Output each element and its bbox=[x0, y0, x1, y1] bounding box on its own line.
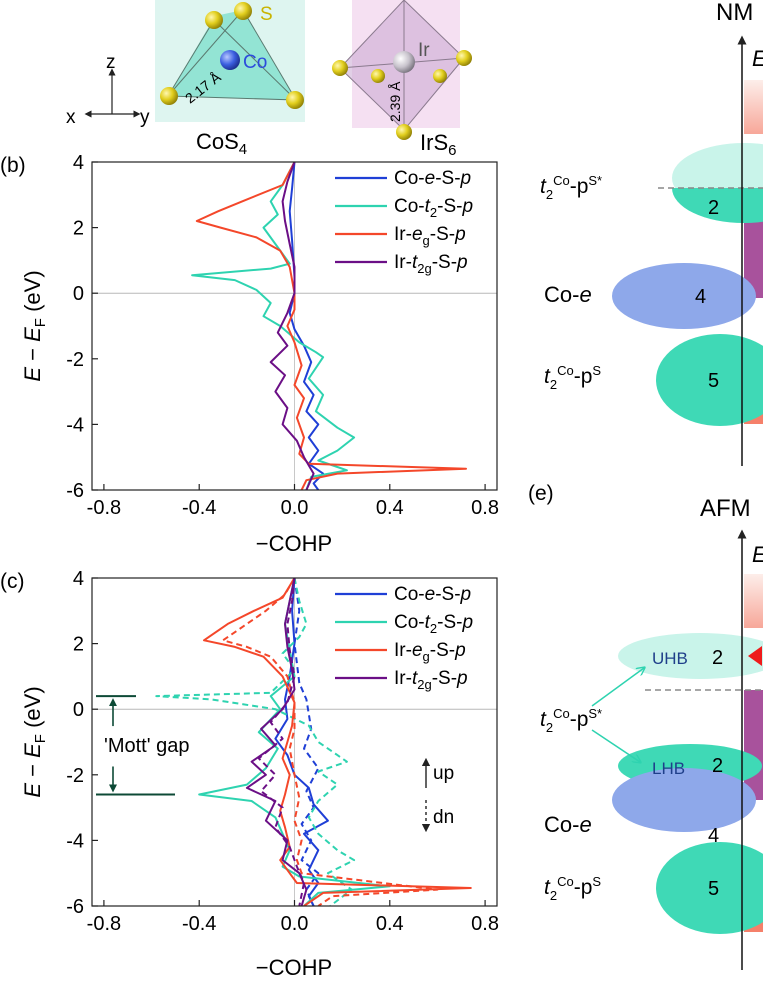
cos4-label: CoS4 bbox=[196, 129, 247, 158]
afm-t2s-label: t2Co-pS bbox=[544, 874, 601, 903]
cos4-tetrahedron: Co S 2.17 Å CoS4 bbox=[155, 0, 305, 158]
legend-label-co_e: Co-e-S-p bbox=[394, 584, 471, 605]
afm-header: AFM bbox=[700, 495, 751, 522]
lhb-label: LHB bbox=[652, 759, 685, 778]
ir-atom-label: Ir bbox=[418, 40, 430, 61]
nm-t2s-label: t2Co-pS bbox=[544, 363, 601, 392]
legend-label-ir_eg: Ir-eg-S-p bbox=[394, 640, 466, 664]
spin-dn-label: dn bbox=[433, 807, 454, 828]
series-line-ir_eg bbox=[203, 578, 472, 906]
y-tick-label: 4 bbox=[73, 568, 84, 590]
legend-label-ir_t2g: Ir-t2g-S-p bbox=[394, 252, 468, 276]
panel-c-legend: Co-e-S-pCo-t2-S-pIr-eg-S-pIr-t2g-S-p bbox=[335, 584, 473, 692]
co-atom-label: Co bbox=[243, 52, 267, 73]
axes-triad: z x y bbox=[66, 52, 150, 128]
afm-coe-label: Co-e bbox=[544, 812, 592, 837]
x-tick-label: -0.8 bbox=[87, 913, 121, 935]
nm-header: NM bbox=[716, 0, 753, 26]
panel-c-chart: (c) E − EF (eV) -0.8 -0.4 0.0 0.4 0.8 -6 -4 -2 0… bbox=[0, 568, 499, 980]
y-tick-label: 2 bbox=[73, 218, 84, 240]
x-tick-label: 0.8 bbox=[471, 913, 499, 935]
x-tick-label: -0.8 bbox=[87, 497, 121, 519]
nm-t2s-count: 5 bbox=[708, 370, 719, 392]
lhb-count: 2 bbox=[712, 755, 723, 777]
legend-label-co_e: Co-e-S-p bbox=[394, 168, 471, 189]
afm-coe-count: 4 bbox=[708, 825, 719, 847]
series-line-co_e bbox=[274, 578, 329, 906]
y-tick-label: -6 bbox=[66, 896, 84, 918]
x-tick-label: 0.8 bbox=[471, 497, 499, 519]
panel-b-xlabel: −COHP bbox=[256, 531, 332, 556]
uhb-count: 2 bbox=[712, 647, 723, 669]
x-tick-label: -0.4 bbox=[182, 913, 216, 935]
y-tick-label: 0 bbox=[73, 283, 84, 305]
y-tick-label: 2 bbox=[73, 634, 84, 656]
series-line-co_t2 bbox=[191, 162, 356, 490]
y-tick-label: 4 bbox=[73, 152, 84, 174]
nm-t2-star-count: 2 bbox=[708, 197, 719, 219]
afm-energy-axis-label: E bbox=[752, 542, 763, 567]
x-tick-label: 0.0 bbox=[281, 913, 309, 935]
panel-c-ylabel: E − EF (eV) bbox=[20, 686, 49, 797]
legend-label-co_t2: Co-t2-S-p bbox=[394, 612, 473, 636]
afm-t2-star-label: t2Co-pS* bbox=[540, 706, 602, 735]
x-tick-label: 0.0 bbox=[281, 497, 309, 519]
svg-text:E − EF (eV): E − EF (eV) bbox=[20, 270, 49, 381]
legend-label-ir_t2g: Ir-t2g-S-p bbox=[394, 668, 468, 692]
x-tick-label: 0.4 bbox=[376, 913, 404, 935]
irs6-octahedron: Ir 2.39 Å IrS6 bbox=[332, 0, 472, 159]
mott-gap-label: 'Mott' gap bbox=[104, 735, 189, 757]
legend-label-co_t2: Co-t2-S-p bbox=[394, 196, 473, 220]
nm-energy-axis-label: E bbox=[752, 46, 763, 71]
spin-legend: up dn bbox=[421, 757, 454, 833]
panel-b-legend: Co-e-S-pCo-t2-S-pIr-eg-S-pIr-t2g-S-p bbox=[335, 168, 473, 276]
irs6-bond-length: 2.39 Å bbox=[387, 81, 403, 122]
panel-c-letter: (c) bbox=[0, 570, 25, 593]
schematic-afm: AFM E UHB 2 LHB 2 t2Co-pS* Co-e 4 t2Co-p… bbox=[540, 495, 763, 970]
y-tick-label: -6 bbox=[66, 480, 84, 502]
schematic-nm: NM E t2Co-pS* 2 Co-e 4 t2Co-pS 5 bbox=[540, 0, 763, 466]
y-tick-label: -4 bbox=[66, 830, 84, 852]
nm-coe-label: Co-e bbox=[544, 282, 592, 307]
series-line-ir_eg bbox=[195, 162, 467, 490]
irs6-label: IrS6 bbox=[420, 130, 456, 159]
series-line-co_t2-dn bbox=[155, 578, 356, 906]
panel-b-chart: (b) E − EF (eV) -0.8 -0.4 0.0 0.4 0.8 -6 -4 -2 0… bbox=[0, 152, 499, 556]
y-tick-label: -2 bbox=[66, 349, 84, 371]
series-line-ir_t2g-dn bbox=[257, 578, 305, 906]
panel-b-letter: (b) bbox=[0, 154, 26, 177]
svg-text:E − EF (eV): E − EF (eV) bbox=[20, 686, 49, 797]
series-line-co_e bbox=[288, 162, 325, 490]
y-tick-label: -2 bbox=[66, 765, 84, 787]
axis-z-label: z bbox=[106, 52, 116, 73]
afm-t2s-count: 5 bbox=[708, 878, 719, 900]
axis-x-label: x bbox=[66, 107, 76, 128]
uhb-label: UHB bbox=[652, 649, 688, 668]
series-line-ir_t2g bbox=[245, 578, 308, 906]
nm-coe-count: 4 bbox=[695, 286, 706, 308]
mott-gap-annotation: 'Mott' gap bbox=[96, 695, 189, 796]
series-line-co_e-dn bbox=[293, 578, 320, 906]
x-tick-label: 0.4 bbox=[376, 497, 404, 519]
spin-up-label: up bbox=[433, 763, 454, 784]
panel-c-xlabel: −COHP bbox=[256, 955, 332, 980]
panel-e-letter: (e) bbox=[528, 482, 554, 505]
s-atom-label: S bbox=[260, 4, 273, 25]
legend-label-ir_eg: Ir-eg-S-p bbox=[394, 224, 466, 248]
x-tick-label: -0.4 bbox=[182, 497, 216, 519]
y-tick-label: 0 bbox=[73, 699, 84, 721]
nm-t2-star-label: t2Co-pS* bbox=[540, 173, 602, 202]
panel-b-ylabel: E − EF (eV) bbox=[20, 270, 49, 381]
y-tick-label: -4 bbox=[66, 414, 84, 436]
axis-y-label: y bbox=[140, 107, 150, 128]
series-line-ir_t2g bbox=[269, 162, 315, 490]
series-line-ir_eg-dn bbox=[222, 578, 439, 906]
